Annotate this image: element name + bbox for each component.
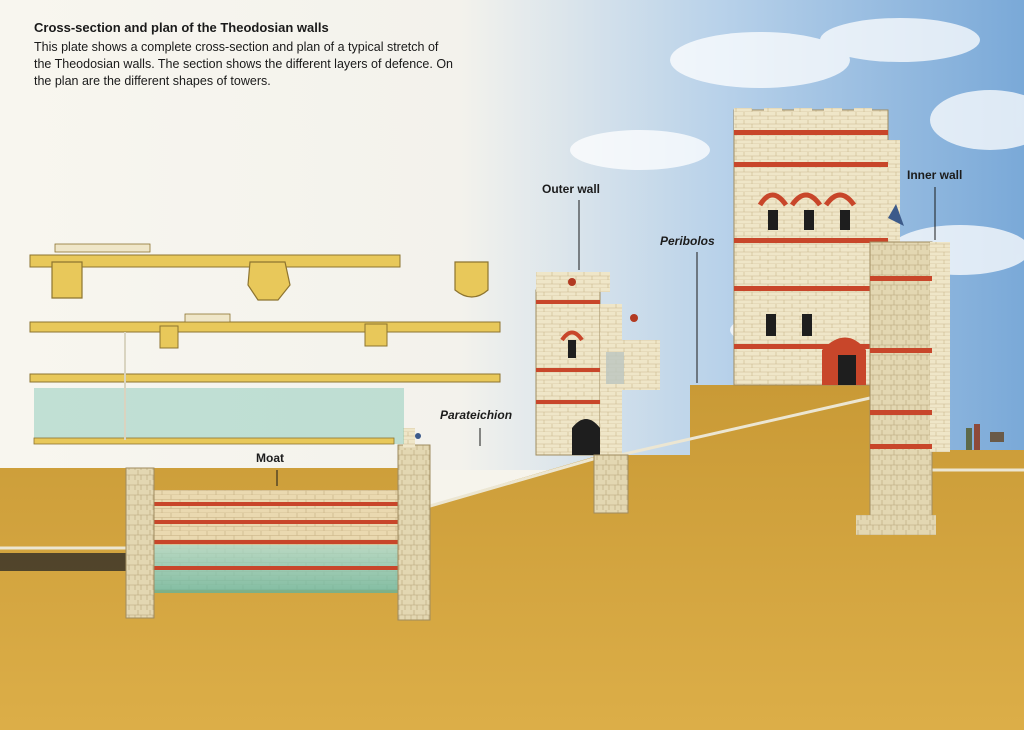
caption: Cross-section and plan of the Theodosian… bbox=[34, 20, 454, 90]
label-inner-wall: Inner wall bbox=[907, 168, 963, 182]
ground-section bbox=[0, 385, 1024, 730]
caption-body: This plate shows a complete cross-sectio… bbox=[34, 40, 454, 88]
label-moat: Moat bbox=[256, 451, 284, 465]
label-outer-wall: Outer wall bbox=[542, 182, 601, 196]
label-parateichion: Parateichion bbox=[440, 408, 513, 422]
plan-view bbox=[29, 243, 501, 445]
caption-title: Cross-section and plan of the Theodosian… bbox=[34, 20, 329, 35]
figures bbox=[415, 424, 1004, 450]
ground-line bbox=[0, 396, 1024, 550]
moat-structure bbox=[125, 428, 431, 621]
label-peribolos: Peribolos bbox=[660, 234, 715, 248]
drain-channel bbox=[0, 553, 160, 571]
inner-wall-tower bbox=[733, 108, 950, 535]
leader-lines bbox=[276, 187, 936, 486]
outer-wall-tower bbox=[535, 272, 660, 514]
